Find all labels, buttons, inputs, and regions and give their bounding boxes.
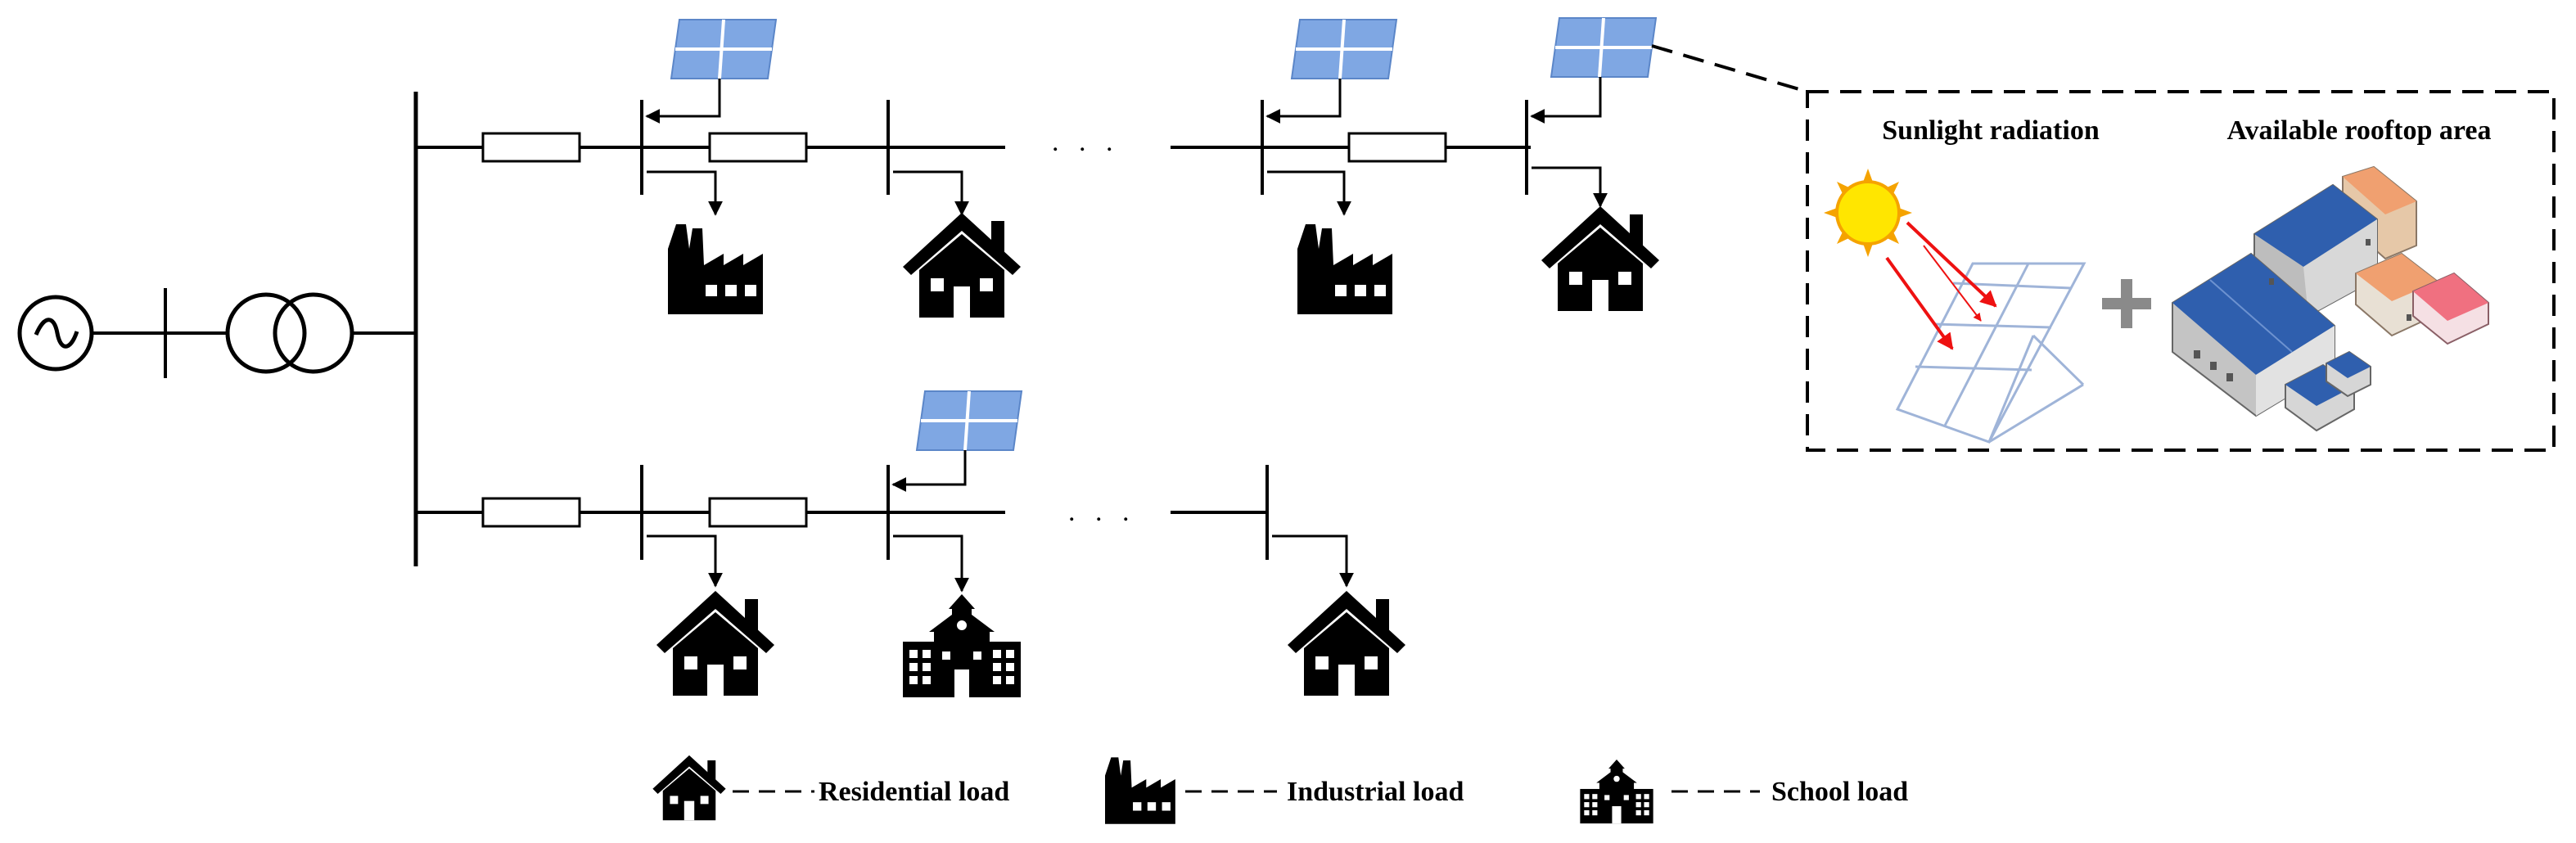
factory-icon bbox=[1297, 224, 1392, 314]
line-impedance bbox=[708, 497, 808, 528]
upper-feeder bbox=[416, 100, 1531, 195]
load-arrow bbox=[1267, 170, 1351, 216]
pv-injection-arrow bbox=[645, 79, 721, 124]
pv-injection-arrow bbox=[891, 450, 967, 492]
line-impedance bbox=[481, 497, 581, 528]
solar-panel-icon bbox=[1290, 18, 1398, 80]
legend-school-icon bbox=[1580, 760, 1653, 824]
load-arrow bbox=[1532, 166, 1608, 208]
load-arrow bbox=[893, 170, 969, 216]
legend: Residential load Industrial load School … bbox=[652, 755, 1908, 824]
line-impedance bbox=[708, 132, 808, 163]
load-arrow bbox=[647, 534, 723, 588]
radiation-arrow bbox=[1885, 221, 1997, 350]
line-impedance bbox=[1347, 132, 1447, 163]
callout-box bbox=[1806, 90, 2556, 452]
callout-leader bbox=[1651, 44, 1808, 93]
house-icon bbox=[1288, 591, 1405, 696]
house-icon bbox=[903, 213, 1021, 318]
load-arrow bbox=[647, 170, 723, 216]
lower-feeder bbox=[416, 465, 1269, 560]
legend-house-icon bbox=[652, 755, 726, 821]
feeder-ellipsis: . . . bbox=[1068, 497, 1136, 527]
pv-injection-arrow bbox=[1530, 77, 1602, 124]
pv-injection-arrow bbox=[1265, 79, 1342, 124]
load-arrow bbox=[893, 534, 969, 593]
legend-industrial-label: Industrial load bbox=[1287, 777, 1464, 807]
sun-icon bbox=[1824, 169, 1912, 257]
load-arrow bbox=[1272, 534, 1354, 588]
solar-panel-icon bbox=[915, 390, 1023, 452]
school-icon bbox=[903, 594, 1021, 697]
house-icon bbox=[656, 591, 774, 696]
legend-factory-icon bbox=[1105, 757, 1175, 824]
ac-source-icon bbox=[17, 295, 94, 372]
house-icon bbox=[1541, 206, 1659, 311]
feeder-ellipsis: . . . bbox=[1052, 127, 1120, 157]
rooftop-area-label: Available rooftop area bbox=[2227, 115, 2492, 146]
line-impedance bbox=[481, 132, 581, 163]
solar-panel-icon bbox=[670, 18, 778, 80]
transformer-icon bbox=[225, 292, 354, 374]
sunlight-radiation-label: Sunlight radiation bbox=[1882, 115, 2100, 146]
solar-panel-icon bbox=[1550, 16, 1658, 79]
tilted-solar-panel-icon bbox=[1895, 262, 2087, 444]
factory-icon bbox=[668, 224, 763, 314]
legend-residential-label: Residential load bbox=[819, 777, 1009, 807]
legend-school-label: School load bbox=[1771, 777, 1908, 807]
plus-icon bbox=[2102, 279, 2151, 328]
buildings-icon bbox=[2172, 165, 2489, 432]
